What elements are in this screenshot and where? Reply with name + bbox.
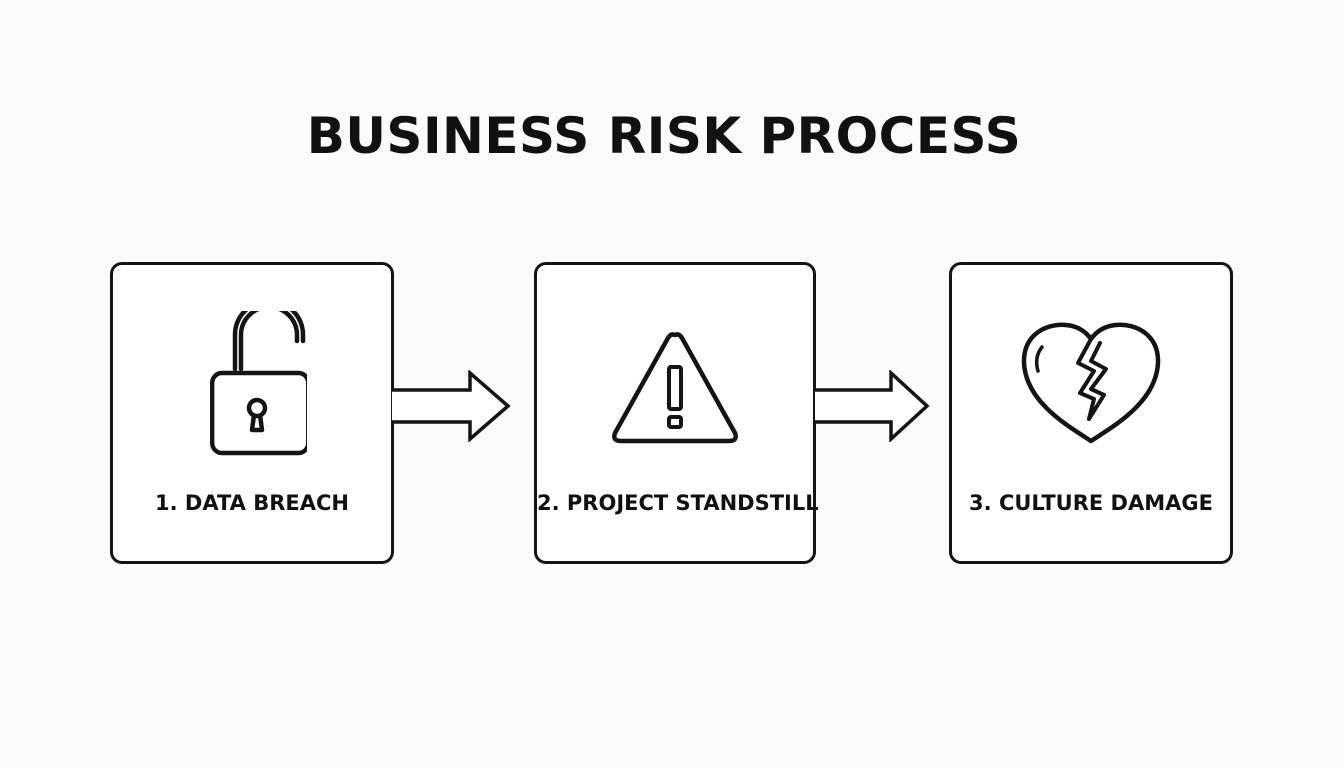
- warning-triangle-icon: [612, 332, 738, 444]
- right-arrow-icon: [392, 370, 511, 442]
- broken-heart-icon: [1021, 322, 1161, 444]
- step-label: 2. PROJECT STANDSTILL: [537, 491, 819, 515]
- step-label: 3. CULTURE DAMAGE: [969, 491, 1213, 515]
- right-arrow-icon: [815, 370, 930, 442]
- step-box-data-breach: 1. DATA BREACH: [110, 262, 394, 564]
- step-label: 1. DATA BREACH: [155, 491, 349, 515]
- diagram-title: BUSINESS RISK PROCESS: [306, 107, 1022, 165]
- unlocked-padlock-icon: [210, 311, 307, 456]
- step-box-culture-damage: 3. CULTURE DAMAGE: [949, 262, 1233, 564]
- step-box-project-standstill: 2. PROJECT STANDSTILL: [534, 262, 819, 564]
